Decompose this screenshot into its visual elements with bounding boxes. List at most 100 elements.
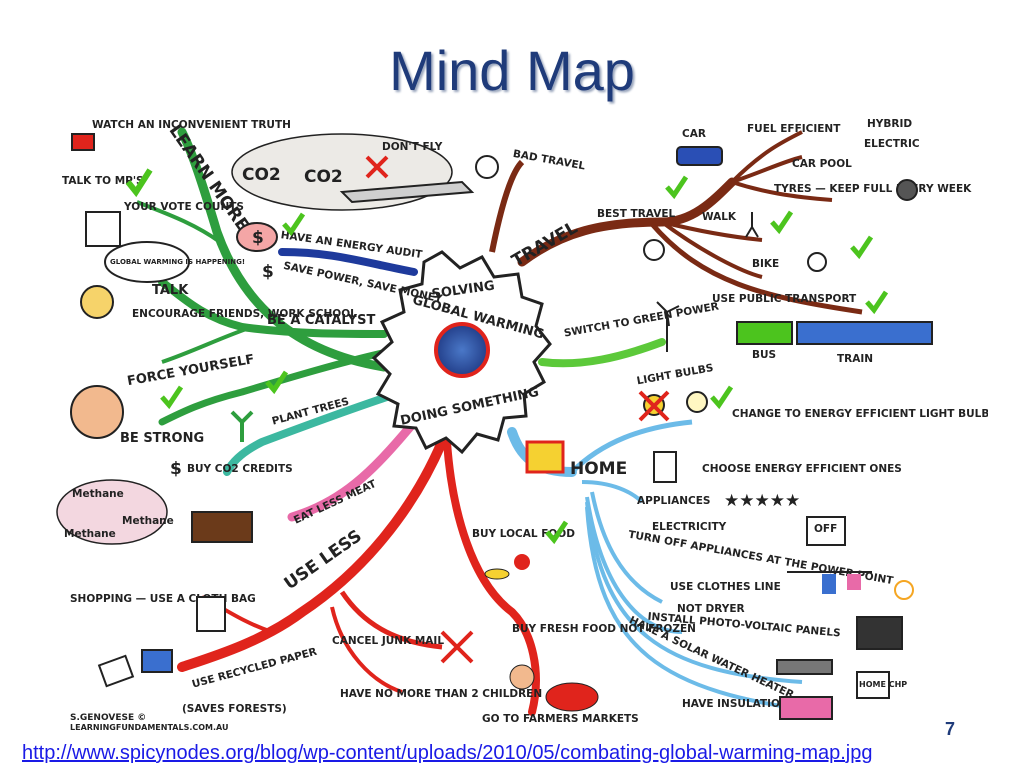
banana-icon: [484, 568, 510, 580]
strong-label: BE STRONG: [120, 431, 204, 446]
green-power-label: SWITCH TO GREEN POWER: [563, 300, 720, 339]
buy-label: BUY CO2 CREDITS: [187, 463, 293, 475]
towel-icon: [847, 574, 861, 590]
slide-title: Mind Map: [389, 39, 635, 102]
wind-turbine-icon: [656, 301, 680, 352]
cow-icon: [191, 511, 253, 543]
stars-label: ★★★★★: [724, 491, 800, 511]
branch-trees: [223, 393, 391, 476]
meat-label: EAT LESS MEAT: [292, 478, 379, 527]
methane-label-1: Methane: [72, 488, 124, 500]
check-bulb-icon: [710, 385, 734, 410]
water-heater-icon: [776, 659, 833, 675]
branch-home: [507, 419, 823, 714]
save-label: SAVE POWER, SAVE MONEY: [282, 260, 443, 306]
catalyst-label: BE A CATALYST: [267, 313, 375, 328]
tyre-icon: [896, 179, 918, 201]
car-pool-label: CAR POOL: [792, 158, 852, 170]
credit-group: S.GENOVESE © LEARNINGFUNDAMENTALS.COM.AU: [70, 713, 229, 732]
not-dryer-label: NOT DRYER: [677, 603, 745, 615]
dont-fly-label: DON'T FLY: [382, 141, 443, 153]
shirt-icon: [822, 574, 836, 594]
speech-bubble: [104, 241, 190, 283]
bulb-cross-icon: [638, 390, 670, 422]
branch-green-power: [538, 338, 666, 368]
children-label: HAVE NO MORE THAN 2 CHILDREN: [340, 688, 542, 700]
electric-label: ELECTRIC: [864, 138, 920, 150]
branch-catalyst: [158, 278, 388, 364]
save-dollar: $: [262, 262, 274, 282]
walker-icon: [745, 212, 759, 238]
car-icon: [676, 146, 723, 166]
bike-label: BIKE: [752, 258, 779, 270]
public-transport-label: USE PUBLIC TRANSPORT: [712, 293, 857, 305]
off-label: OFF: [814, 523, 837, 535]
branch-travel: [489, 130, 863, 315]
clothes-line-label: USE CLOTHES LINE: [670, 581, 781, 593]
electricity-label: ELECTRICITY: [652, 521, 727, 533]
check-trees-icon: [265, 370, 289, 395]
methane-label-2: Methane: [122, 515, 174, 527]
bubble-label: GLOBAL WARMING IS HAPPENING!: [110, 258, 245, 266]
bad-travel-label: BAD TRAVEL: [512, 148, 586, 173]
basket-icon: [545, 682, 599, 712]
smile-face-icon: [643, 239, 665, 261]
encourage-label: ENCOURAGE FRIENDS, WORK SCHOOL: [132, 308, 357, 320]
home-label: HOME: [570, 459, 627, 479]
fuel-label: FUEL EFFICIENT: [747, 123, 841, 135]
fridge-icon: [653, 451, 677, 483]
meat-group: EAT LESS MEAT Methane Methane Methane: [56, 478, 379, 545]
saves-label: (SAVES FORESTS): [182, 703, 287, 715]
branch-use-less: [177, 437, 447, 694]
cloth-bag-icon: [196, 596, 226, 632]
piggy-bank-icon: [236, 222, 278, 252]
talk-mps-label: TALK TO MP'S: [62, 175, 144, 187]
methane-cloud: [56, 479, 168, 545]
travel-label: TRAVEL: [509, 218, 582, 272]
chp-label: HOME CHP: [859, 680, 907, 689]
mind-map-canvas: SOLVING GLOBAL WARMING DOING SOMETHING L…: [56, 118, 997, 732]
sun-icon: [894, 580, 914, 600]
insulation-icon: [779, 696, 833, 720]
train-icon: [796, 321, 933, 345]
insulation-label: HAVE INSULATION: [682, 698, 789, 710]
bus-icon: [736, 321, 793, 345]
bike-icon: [807, 252, 827, 272]
buy-dollar: $: [170, 459, 182, 479]
sad-face-icon: [475, 155, 499, 179]
check-bike-icon: [850, 235, 874, 260]
mind-map: SOLVING GLOBAL WARMING DOING SOMETHING L…: [42, 112, 997, 734]
tyres-label: TYRES — KEEP FULL EVERY WEEK: [774, 183, 972, 195]
chp-icon: [856, 671, 890, 699]
check-best-icon: [665, 175, 689, 200]
force-label: FORCE YOURSELF: [126, 352, 256, 389]
apple-icon: [514, 554, 530, 570]
branch-meat: [287, 422, 415, 522]
vote-label: YOUR VOTE COUNTS: [123, 201, 244, 213]
source-link[interactable]: http://www.spicynodes.org/blog/wp-conten…: [22, 742, 873, 764]
check-walk-icon: [770, 210, 794, 235]
solar-panel-icon: [856, 616, 903, 650]
light-bulbs-label: LIGHT BULBS: [636, 362, 715, 387]
tree-icon: [230, 410, 254, 442]
shopping-label: SHOPPING — USE A CLOTH BAG: [70, 593, 256, 605]
plane-cross-icon: [365, 155, 389, 179]
strong-man-icon: [70, 385, 124, 439]
appliances-label: APPLIANCES: [637, 495, 710, 507]
ballot-box-icon: [85, 211, 121, 247]
branch-audit: [278, 248, 418, 276]
food-group: BUY LOCAL FOOD BUY FRESH FOOD NOT FROZEN…: [472, 520, 696, 725]
bus-label: BUS: [752, 349, 776, 361]
farmer-icon: [509, 664, 535, 690]
choose-label: CHOOSE ENERGY EFFICIENT ONES: [702, 463, 902, 475]
person-talk-icon: [80, 285, 114, 319]
junk-mail-cross-icon: [440, 630, 474, 664]
fresh-food-label: BUY FRESH FOOD NOT FROZEN: [512, 623, 696, 635]
best-travel-label: BEST TRAVEL: [597, 208, 676, 220]
audit-dollar: $: [252, 228, 264, 248]
use-less-label: USE LESS: [281, 526, 366, 594]
check-food-icon: [545, 520, 569, 545]
catalyst-group: GLOBAL WARMING IS HAPPENING! TALK ENCOUR…: [80, 241, 375, 328]
talk-label: TALK: [152, 283, 189, 298]
check-strong-icon: [160, 385, 184, 410]
